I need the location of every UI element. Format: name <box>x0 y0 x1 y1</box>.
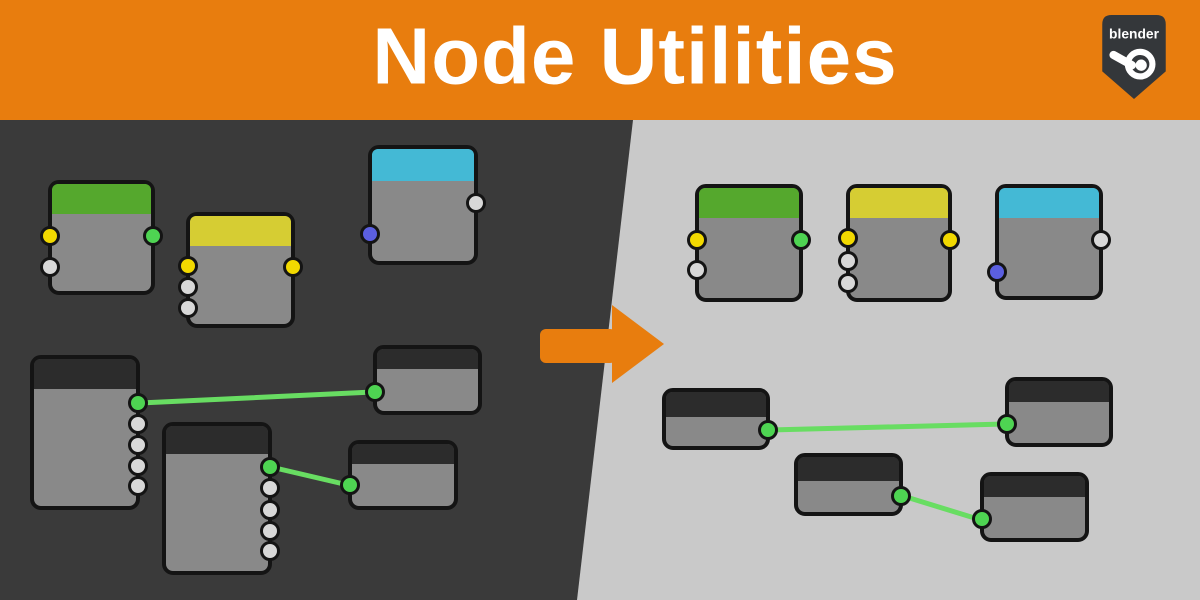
after-cyan-node-header <box>999 188 1099 218</box>
before-small-node-d <box>340 440 458 510</box>
green-socket <box>260 457 280 477</box>
green-socket <box>340 475 360 495</box>
before-big-node-a-header <box>34 359 136 389</box>
before-yellow-node-header <box>190 216 291 246</box>
transform-arrow-icon <box>540 305 664 383</box>
gray-socket <box>260 500 280 520</box>
banner: Node Utilities blender <box>0 0 1200 120</box>
node-wire <box>137 389 376 406</box>
gray-socket <box>40 257 60 277</box>
green-socket <box>891 486 911 506</box>
blender-logo-icon <box>1109 48 1156 80</box>
green-socket <box>997 414 1017 434</box>
gray-socket <box>1091 230 1111 250</box>
badge-brand-text: blender <box>1109 26 1160 42</box>
yellow-socket <box>838 228 858 248</box>
green-socket <box>143 226 163 246</box>
after-node-a-header <box>666 392 766 417</box>
after-cyan-node <box>987 184 1111 300</box>
after-node-c <box>997 377 1113 447</box>
green-socket <box>128 393 148 413</box>
gray-socket <box>260 541 280 561</box>
after-yellow-node <box>838 184 960 302</box>
gray-socket <box>838 251 858 271</box>
after-green-node <box>687 184 811 302</box>
before-big-node-b <box>162 422 280 575</box>
gray-socket <box>838 273 858 293</box>
node-wire <box>268 464 351 488</box>
gray-socket <box>128 414 148 434</box>
gray-socket <box>260 478 280 498</box>
after-yellow-node-header <box>850 188 948 218</box>
before-green-node <box>40 180 163 295</box>
before-big-node-b-header <box>166 426 268 454</box>
before-small-node-c-header <box>377 349 478 369</box>
after-node-a <box>662 388 778 450</box>
yellow-socket <box>283 257 303 277</box>
after-node-b-header <box>798 457 899 481</box>
green-socket <box>758 420 778 440</box>
yellow-socket <box>178 256 198 276</box>
yellow-socket <box>687 230 707 250</box>
node-wire <box>767 421 1008 433</box>
blender-badge: blender <box>1102 15 1166 99</box>
before-green-node-header <box>52 184 151 214</box>
after-node-c-header <box>1009 381 1109 402</box>
node-connections <box>137 389 1008 523</box>
before-cyan-node-header <box>372 149 474 181</box>
gray-socket <box>260 521 280 541</box>
page-title: Node Utilities <box>372 11 898 101</box>
before-yellow-node <box>178 212 303 328</box>
yellow-socket <box>40 226 60 246</box>
after-green-node-header <box>699 188 799 218</box>
blue-socket <box>987 262 1007 282</box>
yellow-socket <box>940 230 960 250</box>
stage <box>0 120 1200 600</box>
wires-layer <box>137 305 1008 523</box>
after-node-d-header <box>984 476 1085 497</box>
gray-socket <box>466 193 486 213</box>
blue-socket <box>360 224 380 244</box>
gray-socket <box>687 260 707 280</box>
gray-socket <box>128 476 148 496</box>
gray-socket <box>128 456 148 476</box>
after-node-b <box>794 453 911 516</box>
green-socket <box>365 382 385 402</box>
gray-socket <box>128 435 148 455</box>
after-node-d <box>972 472 1089 542</box>
before-small-node-d-header <box>352 444 454 464</box>
before-big-node-a <box>30 355 148 510</box>
gray-socket <box>178 277 198 297</box>
node-wire <box>900 493 984 523</box>
gray-socket <box>178 298 198 318</box>
before-small-node-c <box>365 345 482 415</box>
green-socket <box>791 230 811 250</box>
green-socket <box>972 509 992 529</box>
before-cyan-node <box>360 145 486 265</box>
